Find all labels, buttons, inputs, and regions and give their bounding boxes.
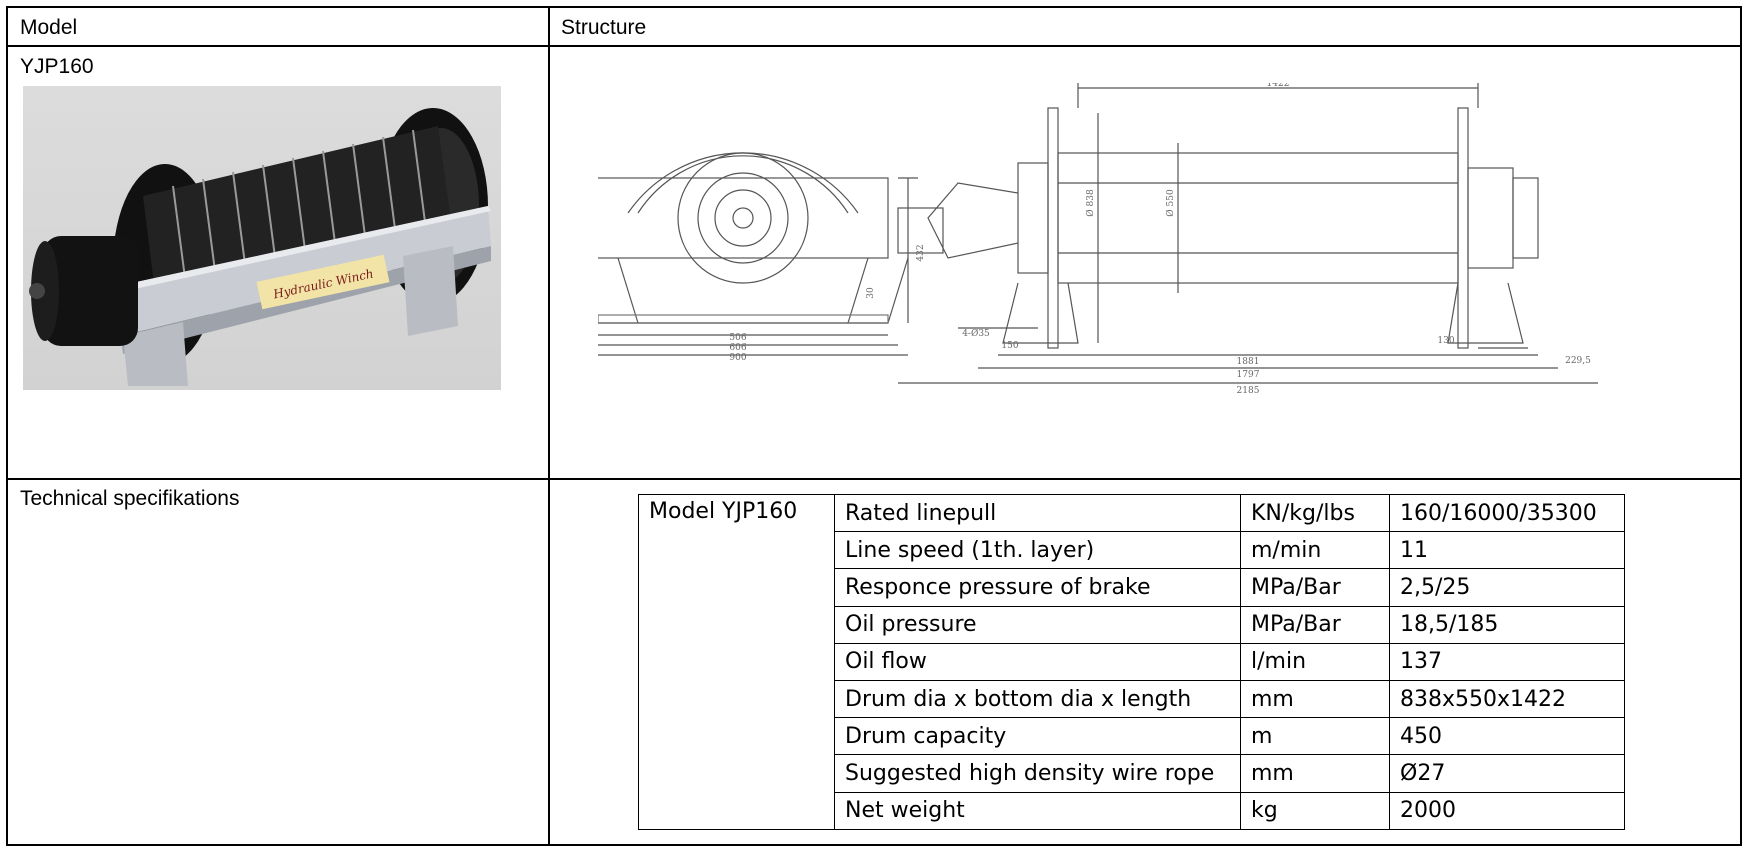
header-model: Model [20,16,78,39]
spec-unit: mm [1240,679,1390,719]
spec-table: Model YJP160 Rated linepull KN/kg/lbs 16… [638,493,1625,830]
spec-unit: MPa/Bar [1240,568,1390,607]
document-table: Model Structure YJP160 Technical specifi… [6,6,1742,846]
dim-130: 130 [1437,336,1454,346]
table-row: Oil flow l/min 137 [639,642,1625,681]
table-row: Drum capacity m 450 [639,717,1625,756]
spec-param: Line speed (1th. layer) [834,531,1241,570]
dim-1881: 1881 [1237,357,1260,367]
spec-section-label: Technical specifikations [20,487,240,510]
dim-30: 30 [866,287,876,299]
table-row: Line speed (1th. layer) m/min 11 [639,531,1625,570]
spec-unit: mm [1240,754,1390,793]
dim-4-35: 4-Ø35 [962,328,990,339]
spec-param: Rated linepull [834,493,1241,533]
dim-1422: 1422 [1267,83,1290,89]
table-row: Responce pressure of brake MPa/Bar 2,5/2… [639,568,1625,607]
table-row: Model YJP160 Rated linepull KN/kg/lbs 16… [638,493,1625,830]
spec-value: 2,5/25 [1389,568,1625,607]
dim-550: Ø 550 [1165,189,1176,217]
spec-param: Oil flow [834,642,1241,681]
spec-value: Ø27 [1389,754,1625,793]
spec-value: 11 [1389,531,1625,570]
dim-838: Ø 838 [1085,189,1096,217]
spec-value: 160/16000/35300 [1389,493,1625,533]
spec-unit: kg [1240,791,1390,830]
spec-unit: MPa/Bar [1240,605,1390,644]
column-divider [548,8,550,844]
dim-150: 150 [1001,341,1018,351]
table-row: Suggested high density wire rope mm Ø27 [639,754,1625,793]
spec-param: Drum capacity [834,717,1241,756]
table-row: Drum dia x bottom dia x length mm 838x55… [639,679,1625,719]
dim-2185: 2185 [1237,386,1260,396]
dim-229-5: 229,5 [1565,356,1591,366]
dim-606: 606 [729,343,746,353]
spec-param: Oil pressure [834,605,1241,644]
header-divider [8,45,1740,47]
model-name: YJP160 [20,55,94,78]
spec-value: 450 [1389,717,1625,756]
table-row: Net weight kg 2000 [639,791,1625,830]
spec-model-cell: Model YJP160 [638,494,835,830]
spec-unit: m [1240,717,1390,756]
dim-900: 900 [729,353,746,363]
spec-value: 2000 [1389,791,1625,830]
spec-unit: KN/kg/lbs [1240,493,1390,533]
table-row: Oil pressure MPa/Bar 18,5/185 [639,605,1625,644]
technical-drawing: 1422 Ø 838 Ø 550 432 30 506 606 900 4-Ø3… [598,83,1598,396]
spec-param: Net weight [834,791,1241,830]
dim-506: 506 [729,333,746,343]
dim-1797: 1797 [1237,370,1260,380]
spec-param: Responce pressure of brake [834,568,1241,607]
section-divider [8,478,1740,480]
product-photo: Hydraulic Winch [23,86,501,390]
spec-unit: l/min [1240,642,1390,681]
spec-unit: m/min [1240,531,1390,570]
spec-value: 137 [1389,642,1625,681]
header-structure: Structure [561,16,647,39]
spec-value: 838x550x1422 [1389,679,1625,719]
spec-param: Suggested high density wire rope [834,754,1241,793]
dim-432: 432 [916,244,926,261]
spec-value: 18,5/185 [1389,605,1625,644]
spec-param: Drum dia x bottom dia x length [834,679,1241,719]
